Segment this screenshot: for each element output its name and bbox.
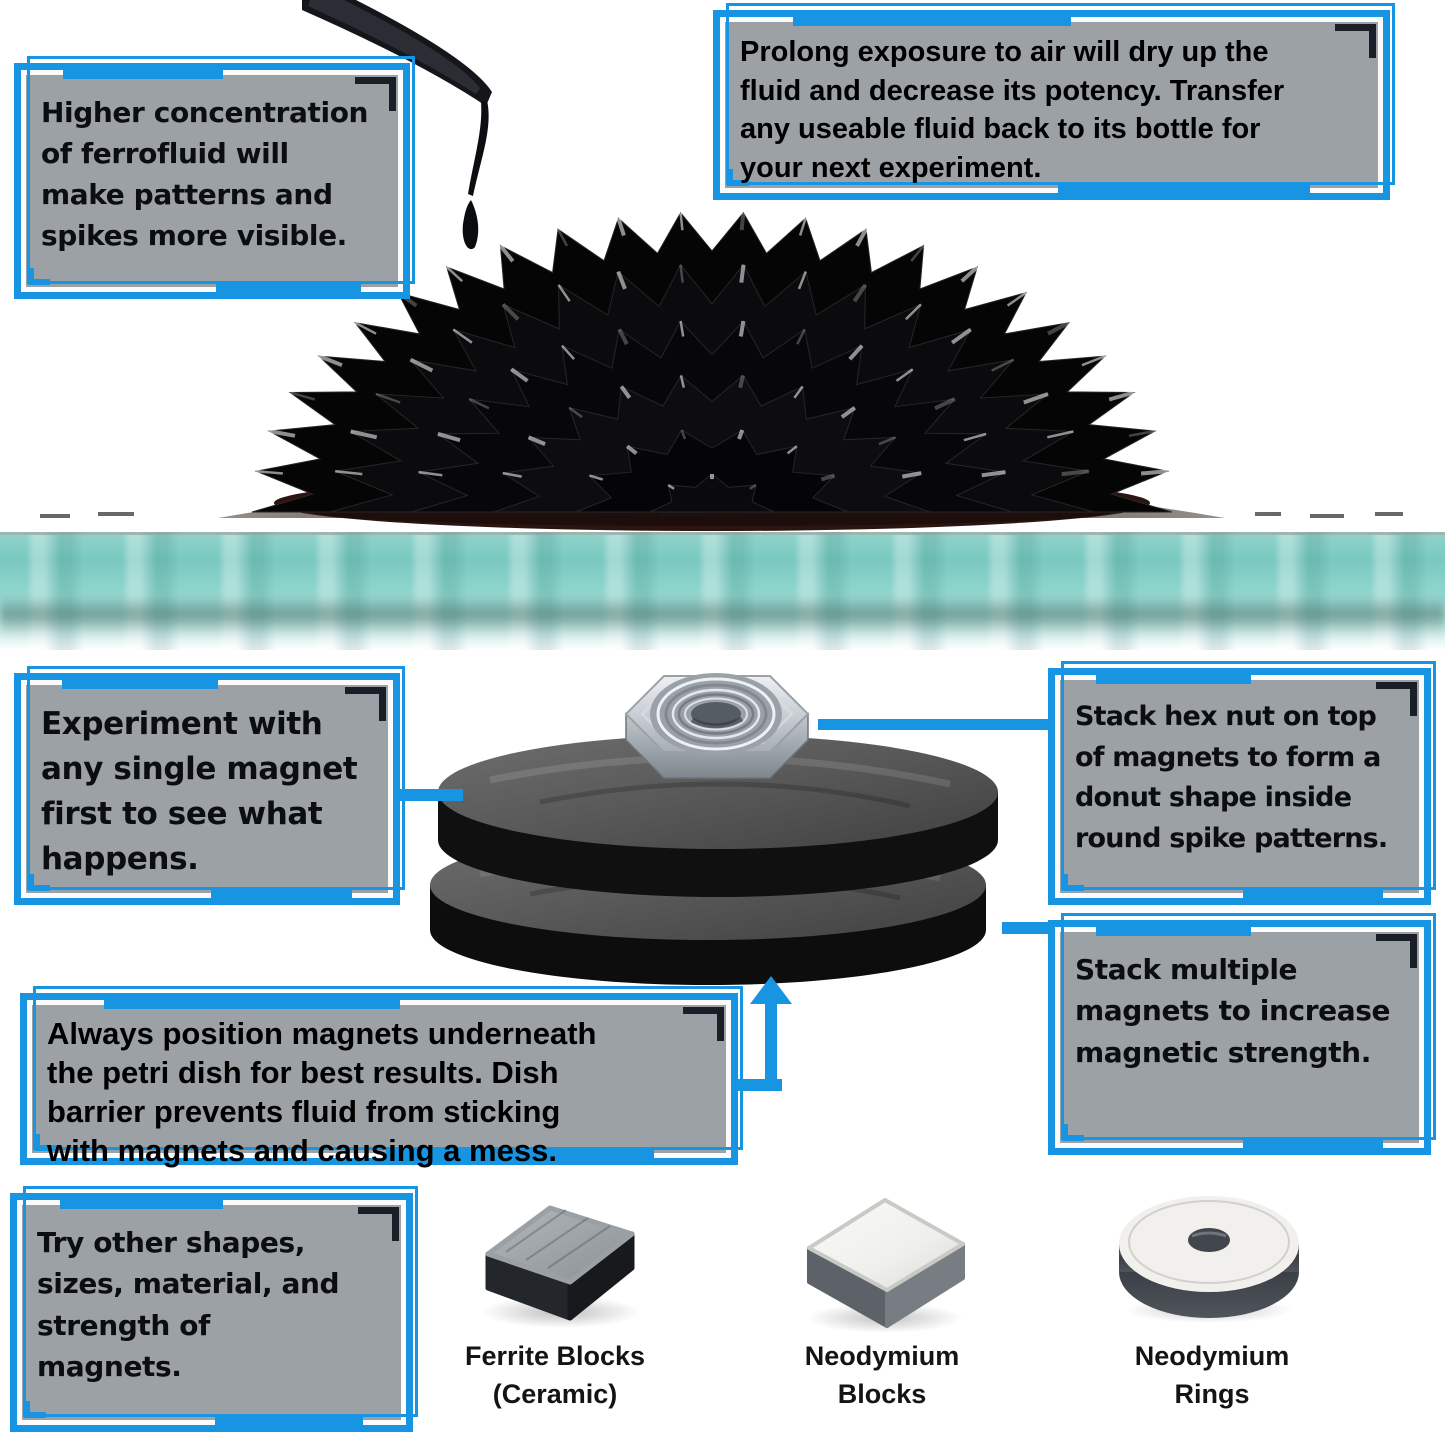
corner-bracket-icon bbox=[24, 1401, 46, 1418]
product-caption-neodymium-rings: Neodymium Rings bbox=[1134, 1341, 1290, 1409]
callout-text: Always position magnets underneath the p… bbox=[47, 1016, 597, 1169]
corner-bracket-icon bbox=[28, 874, 50, 891]
callout-higher-concentration: Higher concentration of ferrofluid will … bbox=[14, 56, 415, 299]
accent-bar bbox=[215, 283, 361, 292]
callout-air-exposure: Prolong exposure to air will dry up the … bbox=[713, 3, 1395, 200]
callout-hex-nut: Stack hex nut on top of magnets to form … bbox=[1048, 661, 1436, 905]
accent-bar bbox=[1095, 675, 1251, 684]
corner-bracket-icon bbox=[34, 1134, 56, 1151]
ferrite-block-image bbox=[481, 1205, 641, 1328]
callout-single-magnet: Experiment with any single magnet first … bbox=[14, 666, 405, 905]
neodymium-ring-image bbox=[1119, 1196, 1299, 1323]
ferrofluid-spikes bbox=[251, 211, 1173, 513]
connector-line-stack bbox=[1002, 922, 1052, 934]
accent-bar bbox=[59, 1200, 224, 1209]
accent-bar bbox=[1243, 1139, 1384, 1148]
callout-text: Stack hex nut on top of magnets to form … bbox=[1075, 701, 1388, 854]
callout-text: Experiment with any single magnet first … bbox=[41, 706, 358, 877]
disc-magnet-top bbox=[438, 735, 998, 897]
callout-text: Prolong exposure to air will dry up the … bbox=[740, 36, 1285, 184]
callout-text: Stack multiple magnets to increase magne… bbox=[1075, 953, 1391, 1069]
accent-bar bbox=[1058, 184, 1311, 193]
callout-other-magnets: Try other shapes, sizes, material, and s… bbox=[10, 1186, 418, 1432]
accent-bar bbox=[210, 889, 353, 898]
callout-text: Try other shapes, sizes, material, and s… bbox=[37, 1226, 340, 1384]
accent-bar bbox=[104, 1000, 401, 1009]
accent-bar bbox=[386, 1149, 654, 1158]
accent-bar bbox=[215, 1416, 364, 1425]
ferrofluid-dome-image bbox=[40, 0, 1403, 531]
glass-dish-edge bbox=[0, 532, 1445, 650]
accent-bar bbox=[1243, 889, 1384, 898]
ferrofluid-scene bbox=[0, 0, 1445, 660]
product-caption-ferrite: Ferrite Blocks (Ceramic) bbox=[464, 1341, 646, 1409]
accent-bar bbox=[63, 70, 224, 79]
connector-line-position-vertical bbox=[765, 1002, 777, 1091]
glass-reflection bbox=[0, 594, 1445, 639]
neodymium-block-image bbox=[807, 1198, 965, 1333]
disc-magnets-hex-nut-image bbox=[430, 673, 998, 985]
product-caption-neodymium-blocks: Neodymium Blocks bbox=[804, 1341, 960, 1409]
accent-bar bbox=[61, 680, 219, 689]
hex-nut bbox=[624, 673, 810, 779]
callout-text: Higher concentration of ferrofluid will … bbox=[41, 96, 369, 253]
connector-line-hex-nut bbox=[818, 719, 1052, 730]
corner-bracket-icon bbox=[1062, 874, 1084, 891]
connector-line-single-magnet bbox=[393, 789, 463, 801]
corner-bracket-icon bbox=[1062, 1124, 1084, 1141]
corner-bracket-icon bbox=[28, 268, 50, 285]
callout-position-magnets: Always position magnets underneath the p… bbox=[20, 986, 743, 1168]
accent-bar bbox=[1095, 927, 1251, 936]
arrow-up-icon bbox=[750, 976, 792, 1004]
accent-bar bbox=[792, 17, 1072, 26]
corner-bracket-icon bbox=[727, 169, 749, 186]
callout-stack-magnets: Stack multiple magnets to increase magne… bbox=[1048, 913, 1436, 1155]
dropper-icon bbox=[302, 0, 492, 250]
